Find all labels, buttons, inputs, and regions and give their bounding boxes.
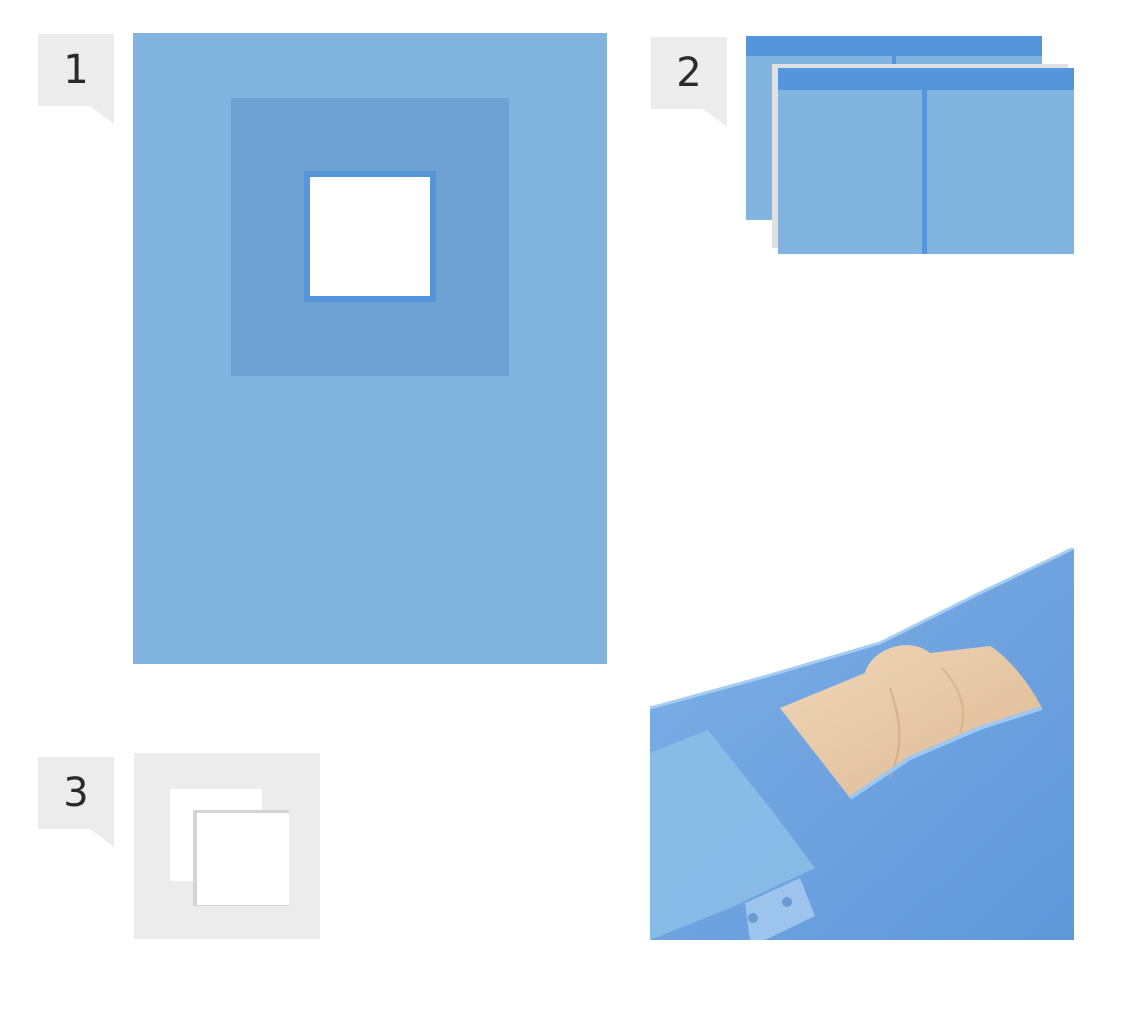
back-towel-fold bbox=[892, 36, 896, 72]
badge-1: 1 bbox=[38, 34, 114, 124]
badge-2-number: 2 bbox=[676, 50, 702, 96]
front-towel-fold bbox=[922, 68, 927, 254]
badge-2: 2 bbox=[651, 37, 727, 127]
badge-1-number: 1 bbox=[63, 47, 89, 93]
fenestration-edge bbox=[848, 706, 1043, 800]
drape-side-panel bbox=[650, 730, 815, 940]
fenestrated-drape-icon bbox=[133, 33, 607, 664]
folded-towels-illustration bbox=[746, 36, 1076, 256]
gauze-swabs-illustration bbox=[134, 753, 320, 939]
fenestration-opening bbox=[310, 177, 430, 296]
badge-3-number: 3 bbox=[63, 770, 89, 816]
fenestrated-drape-illustration bbox=[133, 33, 607, 664]
drape-tab bbox=[745, 878, 815, 940]
drape-tab-hole-2 bbox=[782, 897, 792, 907]
drape-top-edge bbox=[650, 548, 1074, 710]
folded-towels-icon bbox=[746, 36, 1074, 254]
badge-1-tail bbox=[90, 106, 114, 124]
badge-3: 3 bbox=[38, 757, 114, 847]
gauze-swabs-icon bbox=[134, 753, 320, 939]
draped-patient-photo bbox=[650, 548, 1074, 940]
badge-3-tail bbox=[90, 829, 114, 847]
patient-torso bbox=[780, 645, 1042, 798]
torso-contour-2 bbox=[941, 667, 965, 734]
drape-tab-hole-1 bbox=[748, 913, 758, 923]
front-swab bbox=[197, 813, 289, 905]
draped-patient-torso-icon bbox=[650, 548, 1074, 940]
badge-2-tail bbox=[703, 109, 727, 127]
